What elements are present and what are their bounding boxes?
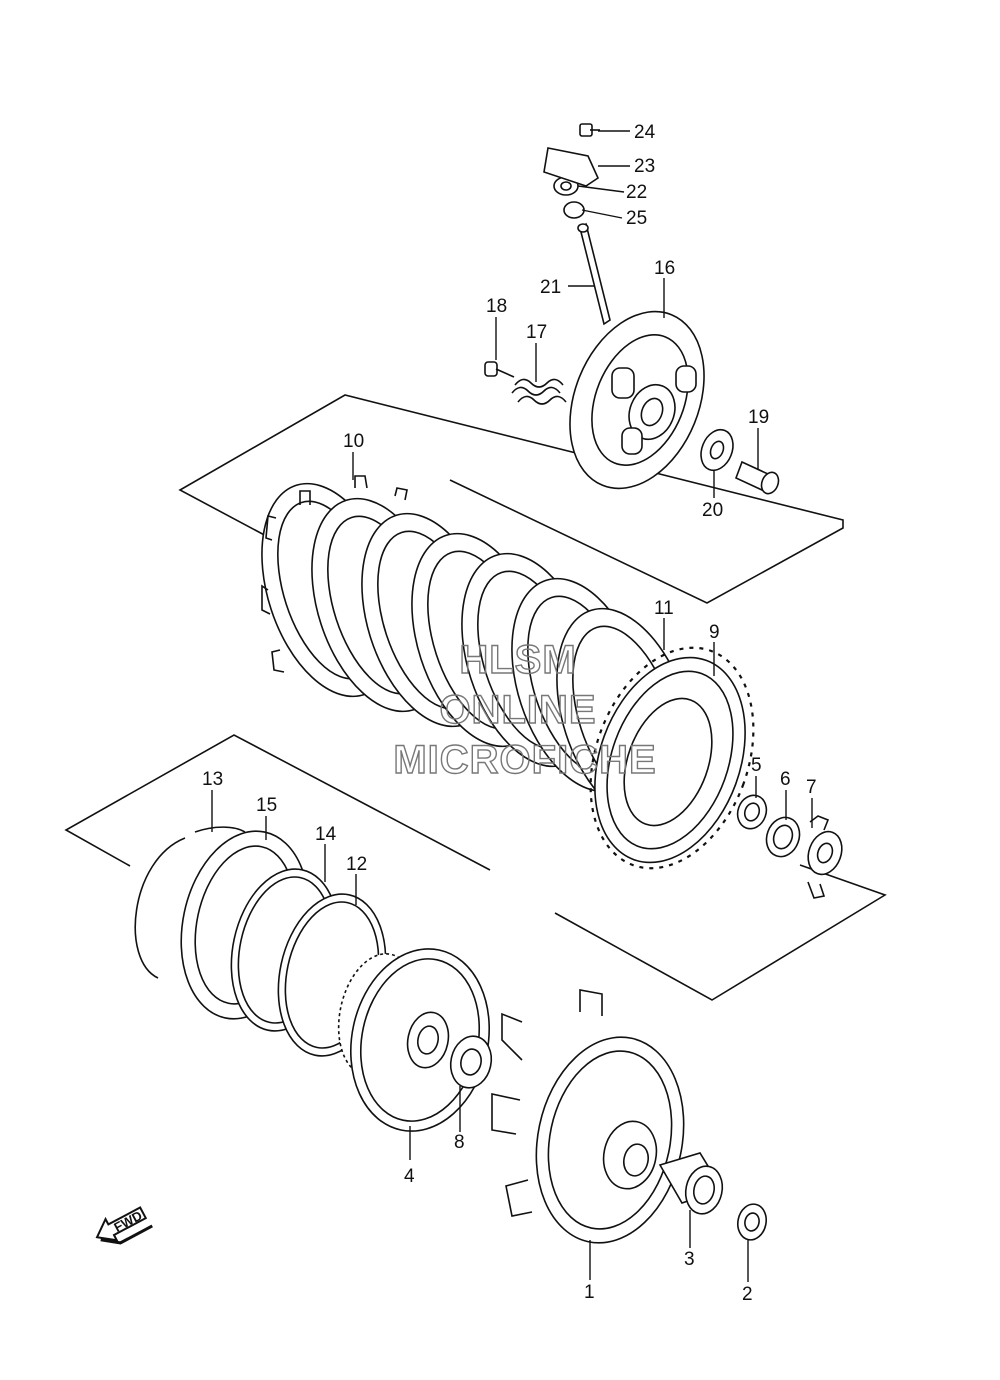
release-lever-parts	[543, 123, 611, 326]
callout-6: 6	[780, 769, 791, 790]
callout-17: 17	[526, 322, 547, 343]
callout-11: 11	[654, 598, 674, 619]
callout-4: 4	[404, 1166, 415, 1187]
watermark-line-2: ONLINE	[439, 688, 596, 732]
plate-group-bracket	[178, 394, 844, 604]
damper-ring-set	[134, 826, 387, 1057]
hub-group-bracket	[64, 734, 887, 1001]
callout-15: 15	[256, 795, 277, 816]
release-plate-assembly	[484, 310, 780, 495]
watermark-line-3: MICROFICHE	[393, 738, 656, 782]
callout-3: 3	[684, 1249, 695, 1270]
callout-13: 13	[202, 769, 223, 790]
callout-8: 8	[454, 1132, 465, 1153]
clutch-sleeve-hub	[337, 948, 493, 1132]
callout-16: 16	[654, 258, 675, 279]
callout-14: 14	[315, 824, 337, 845]
callout-24: 24	[634, 122, 656, 143]
callout-20: 20	[702, 500, 723, 521]
callout-12: 12	[346, 854, 367, 875]
callout-21: 21	[540, 277, 561, 298]
clutch-housing	[491, 989, 767, 1244]
callout-7: 7	[806, 777, 817, 798]
watermark-line-1: HLSM	[459, 638, 576, 682]
callout-1: 1	[584, 1282, 595, 1303]
watermark: HLSM ONLINE MICROFICHE	[393, 637, 657, 782]
callout-18: 18	[486, 296, 507, 317]
callout-5: 5	[751, 755, 762, 776]
nut-washer-set	[736, 794, 843, 899]
callout-25: 25	[626, 208, 647, 229]
callout-9: 9	[709, 622, 720, 643]
callout-22: 22	[626, 182, 647, 203]
pressure-plate	[589, 646, 755, 870]
callout-2: 2	[742, 1284, 753, 1305]
callout-19: 19	[748, 407, 769, 428]
callout-10: 10	[343, 431, 364, 452]
fwd-label: FWD	[111, 1208, 144, 1235]
fwd-arrow-icon: FWD	[95, 1206, 153, 1245]
callout-23: 23	[634, 156, 655, 177]
callout-numbers: 24 23 22 25 21 16 18 17 19 20 10 11 9 5 …	[202, 122, 817, 1305]
leader-lines	[211, 130, 813, 1282]
